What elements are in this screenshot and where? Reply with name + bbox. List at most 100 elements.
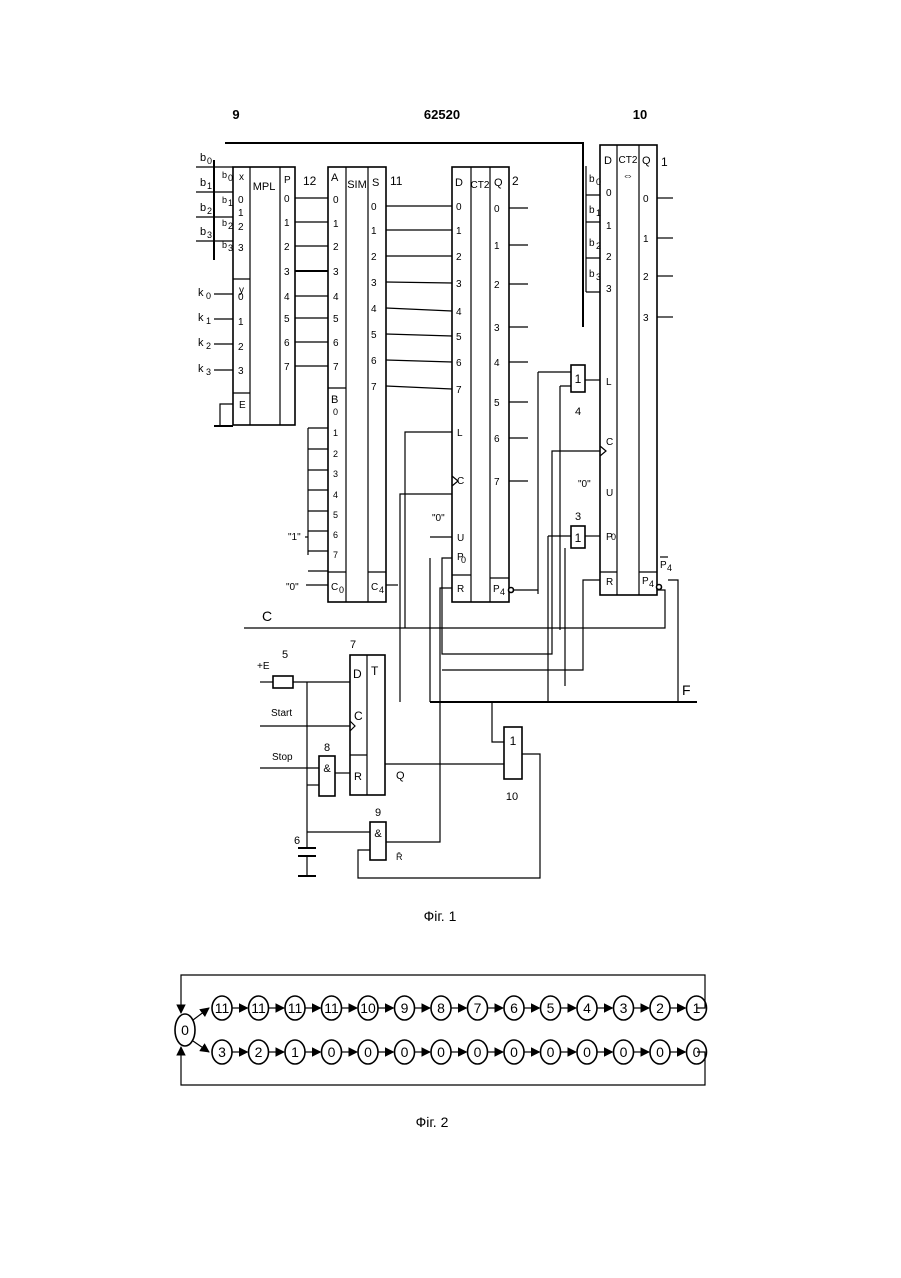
ct2b-const-zero: "0" — [578, 479, 591, 490]
mpl-x-pin: 1 — [238, 208, 244, 219]
sim-b-pin: 3 — [333, 469, 338, 479]
ct2b-b-sub: 0 — [596, 177, 601, 187]
mpl-k-input-sub: 2 — [206, 341, 211, 351]
ct2b-d-pin: 0 — [606, 188, 612, 199]
trigger-7-number: 7 — [350, 639, 356, 651]
bottom-row-node-label: 0 — [437, 1044, 445, 1060]
mpl-k-input-label: k — [198, 312, 204, 324]
mpl-out-label: P — [284, 175, 291, 186]
ct2-d-pin: 1 — [456, 226, 462, 237]
ct2-name: CT2 — [471, 180, 490, 191]
s-to-d-wire — [386, 282, 452, 283]
s-to-d-wire — [386, 334, 452, 336]
s-to-d-wire — [386, 386, 452, 389]
ct2-d-pin: 6 — [456, 358, 462, 369]
ct2b-ctrl-pin: R — [606, 577, 613, 588]
state-diagram: 0 1111111110987654321 32100000000000 — [175, 975, 707, 1085]
top-row-node-label: 7 — [474, 1000, 482, 1016]
sim-s-pin: 0 — [371, 202, 377, 213]
and9-number: 9 — [375, 807, 381, 819]
sim-s-label: S — [372, 177, 379, 189]
top-row-node-label: 4 — [583, 1000, 591, 1016]
ct2-ctrl-pin: R — [457, 584, 464, 595]
bottom-row-node-label: 0 — [401, 1044, 409, 1060]
ct2-q-pin: 2 — [494, 280, 500, 291]
ct2b-d-label: D — [604, 155, 612, 167]
sim-a-pin: 5 — [333, 314, 339, 325]
mpl-out-pin: 2 — [284, 242, 290, 253]
mpl-b-input-label: b — [200, 152, 206, 164]
or-gate-4: 1 4 — [538, 365, 600, 630]
sim-number: 11 — [390, 174, 403, 188]
sim-s-pin: 3 — [371, 278, 377, 289]
sim-b-pin: 6 — [333, 530, 338, 540]
header-patent-number: 62520 — [424, 107, 460, 122]
mpl-k-input-sub: 0 — [206, 291, 211, 301]
ct2-d-pin: 2 — [456, 252, 462, 263]
mpl-b-input-label: b — [200, 202, 206, 214]
s-to-d-wire — [386, 308, 452, 311]
ct2-q-pin: 7 — [494, 477, 500, 488]
ct2b-b-sub: 1 — [596, 208, 601, 218]
mpl-k-input-sub: 1 — [206, 316, 211, 326]
bottom-row-node-label: 3 — [218, 1044, 226, 1060]
ct2-p0-sub: 0 — [461, 555, 466, 565]
and8-number: 8 — [324, 742, 330, 754]
mpl-b-inner-label: b — [222, 195, 227, 205]
sim-s-pin: 6 — [371, 356, 377, 367]
mpl-x-pin: 0 — [238, 195, 244, 206]
trigger-c-label: C — [354, 709, 363, 723]
mpl-out-pin: 7 — [284, 362, 290, 373]
mpl-b-input-sub: 3 — [207, 230, 212, 240]
sim-a-pin: 0 — [333, 195, 339, 206]
mpl-b-inner-label: b — [222, 240, 227, 250]
ct2-q-pin: 0 — [494, 204, 500, 215]
ct2b-q-label: Q — [642, 155, 651, 167]
top-row-node-label: 11 — [251, 1000, 266, 1016]
sim-s-pin: 2 — [371, 252, 377, 263]
sim-b-pin: 0 — [333, 407, 338, 417]
mpl-out-pin: 3 — [284, 267, 290, 278]
ct2-q-pin: 5 — [494, 398, 500, 409]
ct2-p4-sub: 4 — [500, 587, 505, 597]
ct2b-pbar-sub: 4 — [667, 563, 672, 573]
ct2b-direction-glyph: ⇔ — [623, 170, 634, 182]
mpl-number: 12 — [303, 174, 317, 188]
mpl-b-input-label: b — [200, 226, 206, 238]
sim-a-pin: 2 — [333, 242, 339, 253]
mpl-b-inner-sub: 0 — [228, 173, 233, 183]
bottom-row-node-label: 2 — [255, 1044, 263, 1060]
ct2b-b-label: b — [589, 269, 595, 280]
and-gate-8: 8 & — [260, 742, 350, 796]
ct2b-p0-sub: 0 — [611, 532, 616, 542]
and9-output-label: R̄ — [396, 852, 403, 862]
ct2-d-pin: 0 — [456, 202, 462, 213]
ct2b-name: CT2 — [619, 155, 638, 166]
top-row-node-label: 11 — [215, 1000, 230, 1016]
mpl-b-input-sub: 2 — [207, 206, 212, 216]
capacitor-6: 6 — [294, 835, 316, 876]
header-left-page-number: 9 — [232, 107, 239, 122]
trigger-t-label: T — [371, 664, 379, 678]
trigger-q-label: Q — [396, 770, 405, 782]
ct2-const-zero: "0" — [432, 513, 445, 524]
mpl-y-pin: 0 — [238, 292, 244, 303]
ct2-q-pin: 3 — [494, 323, 500, 334]
sim-c4-label: C — [371, 582, 378, 593]
and8-symbol: & — [323, 763, 331, 775]
mpl-b-inner-sub: 1 — [228, 198, 233, 208]
ct2b-d-pin: 2 — [606, 252, 612, 263]
sim-s-pin: 1 — [371, 226, 377, 237]
header-right-page-number: 10 — [633, 107, 647, 122]
bottom-row-node-label: 0 — [620, 1044, 628, 1060]
signal-c-label: C — [262, 608, 272, 624]
sim-const-one: "1" — [288, 532, 301, 543]
ct2b-d-pin: 3 — [606, 284, 612, 295]
mpl-enable-label: E — [239, 400, 246, 411]
ct2b-ctrl-pin: L — [606, 377, 612, 388]
ct2-q-label: Q — [494, 177, 503, 189]
sim-b-pin: 5 — [333, 510, 338, 520]
resistor-5: +E 5 — [257, 649, 350, 848]
figure-2-caption: Фіг. 2 — [416, 1114, 449, 1130]
